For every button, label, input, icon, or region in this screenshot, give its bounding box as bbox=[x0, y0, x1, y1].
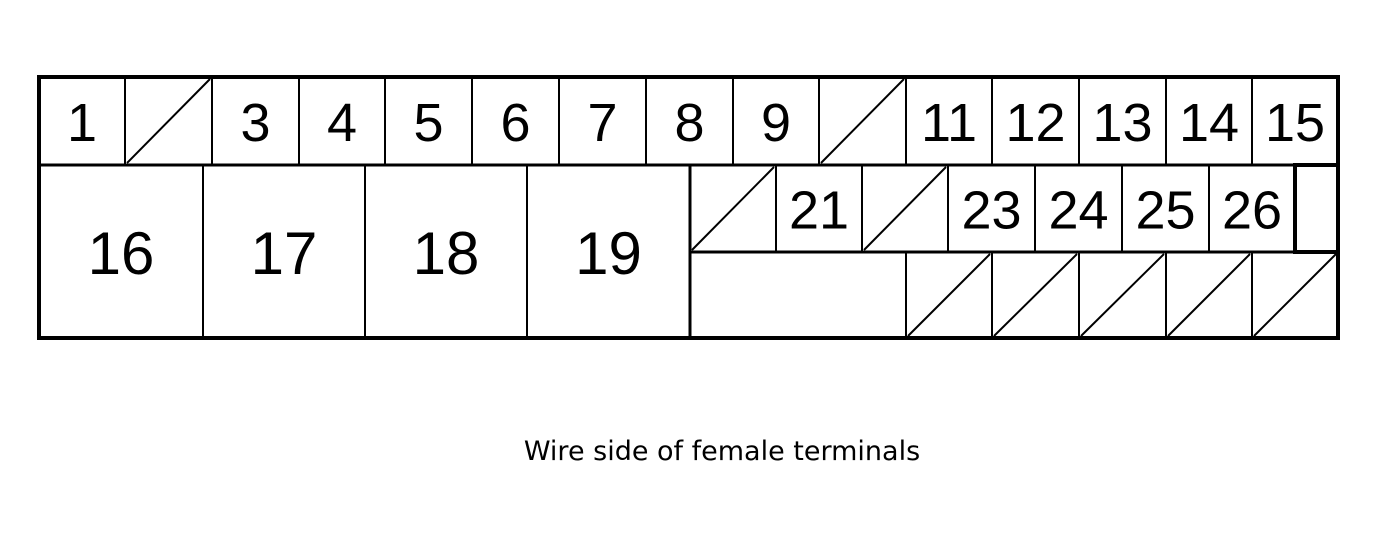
terminal-label: 15 bbox=[1265, 93, 1325, 153]
terminal-label: 16 bbox=[88, 220, 155, 287]
unused-slash-mark bbox=[820, 78, 905, 164]
unused-slash-mark bbox=[126, 78, 211, 164]
terminal-label: 11 bbox=[921, 93, 977, 153]
unused-slash-mark bbox=[907, 253, 991, 337]
terminal-label: 26 bbox=[1222, 181, 1282, 241]
blank-cell-cell bbox=[689, 251, 907, 339]
terminal-label: 23 bbox=[961, 181, 1021, 241]
terminal-label: 9 bbox=[761, 93, 791, 153]
terminal-label: 24 bbox=[1048, 181, 1108, 241]
terminal-label: 18 bbox=[413, 220, 480, 287]
terminal-label: 8 bbox=[674, 93, 704, 153]
unused-slash-mark bbox=[1080, 253, 1165, 337]
terminal-label: 7 bbox=[587, 93, 617, 153]
blank-cell-cell bbox=[1293, 163, 1340, 254]
terminal-label: 19 bbox=[575, 220, 642, 287]
unused-slash-mark bbox=[1167, 253, 1251, 337]
terminal-label: 25 bbox=[1135, 181, 1195, 241]
terminal-label: 12 bbox=[1005, 93, 1065, 153]
terminal-label: 4 bbox=[327, 93, 357, 153]
terminal-label: 1 bbox=[67, 93, 97, 153]
unused-slash-mark bbox=[1253, 253, 1337, 337]
unused-slash-mark bbox=[863, 166, 947, 251]
terminal-label: 3 bbox=[240, 93, 270, 153]
terminal-label: 6 bbox=[500, 93, 530, 153]
diagram-caption: Wire side of female terminals bbox=[523, 436, 921, 467]
terminal-label: 13 bbox=[1092, 93, 1152, 153]
unused-slash-mark bbox=[993, 253, 1078, 337]
unused-slash-mark bbox=[691, 166, 775, 251]
terminal-label: 5 bbox=[413, 93, 443, 153]
terminal-label: 21 bbox=[789, 181, 849, 241]
terminal-label: 17 bbox=[251, 220, 318, 287]
terminal-label: 14 bbox=[1179, 93, 1239, 153]
